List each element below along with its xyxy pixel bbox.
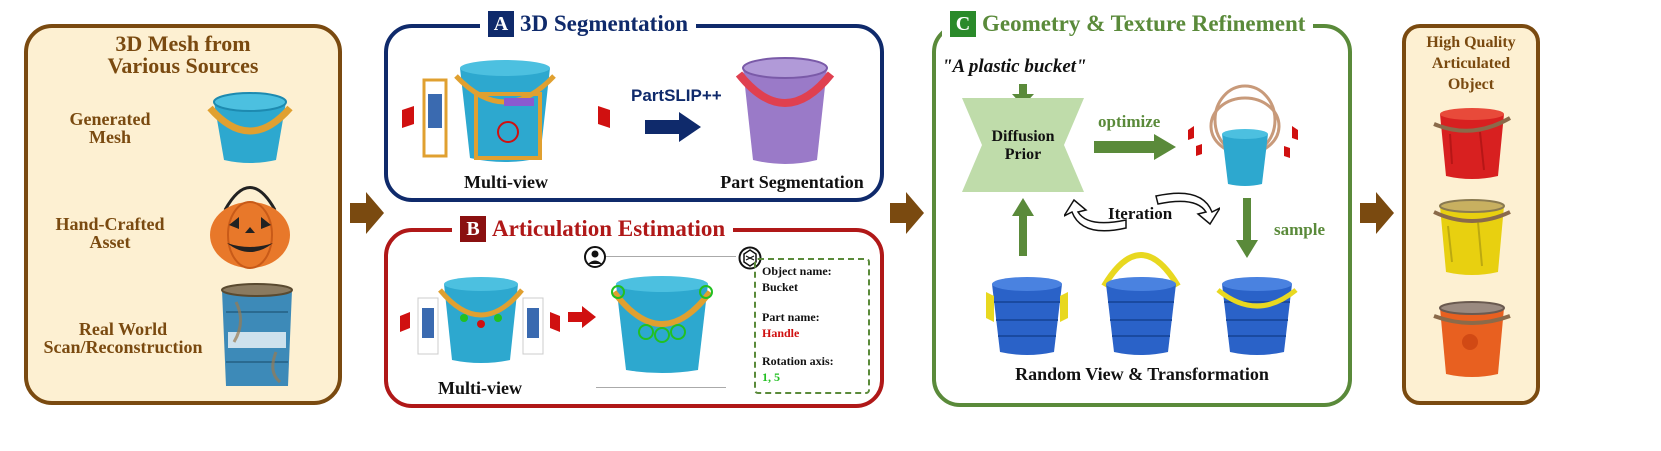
segmentation-title-text: 3D Segmentation xyxy=(520,11,689,36)
source-label-handcrafted-line2: Asset xyxy=(89,232,131,252)
source-label-scan-line1: Real World xyxy=(78,319,168,339)
optimize-arrow xyxy=(1094,134,1176,160)
diffusion-prior-line2: Prior xyxy=(1004,146,1042,163)
refinement-title: C Geometry & Texture Refinement xyxy=(942,11,1314,37)
segmentation-caption-multiview: Multi-view xyxy=(464,172,548,192)
output-title: High Quality Articulated Object xyxy=(1402,32,1540,95)
annotated-bucket-image xyxy=(611,276,713,373)
output-title-line1: High Quality xyxy=(1426,34,1516,51)
badge-a: A xyxy=(488,11,514,37)
info-axis-value: 1, 5 xyxy=(762,370,780,384)
source-label-scan: Real World Scan/Reconstruction xyxy=(28,320,218,356)
info-part-value: Handle xyxy=(762,326,800,340)
random-view-bucket-1 xyxy=(986,277,1068,355)
iteration-arrows xyxy=(1064,192,1220,232)
partslip-label: PartSLIP++ xyxy=(631,86,722,105)
info-part-key: Part name: xyxy=(762,310,820,324)
badge-b: B xyxy=(460,216,486,242)
text-prompt: "A plastic bucket" xyxy=(942,56,1087,77)
user-icon xyxy=(584,246,606,268)
iteration-label: Iteration xyxy=(1108,204,1173,223)
random-view-bucket-3 xyxy=(1216,277,1298,355)
diffusion-prior-label: Diffusion Prior xyxy=(962,128,1084,164)
source-label-generated-line2: Mesh xyxy=(89,127,131,147)
optimized-bucket-image xyxy=(1188,84,1298,186)
flow-arrow-1 xyxy=(350,192,384,234)
source-label-handcrafted: Hand-Crafted Asset xyxy=(40,215,180,251)
mesh-sources-title: 3D Mesh from Various Sources xyxy=(24,33,342,77)
pumpkin-bucket-image xyxy=(210,186,290,269)
prompt-arrow-down xyxy=(1012,84,1034,106)
articulation-caption: Multi-view xyxy=(438,378,522,398)
segmentation-caption-parts: Part Segmentation xyxy=(720,172,864,192)
output-bucket-yellow xyxy=(1433,199,1511,275)
articulation-multiview-image xyxy=(400,277,560,363)
info-object-key: Object name: xyxy=(762,264,832,278)
multiview-bucket-image xyxy=(402,60,610,162)
scanned-bucket-image xyxy=(221,283,293,386)
diffusion-prior-shape xyxy=(962,98,1084,192)
output-title-line3: Object xyxy=(1447,76,1495,93)
chat-divider-bottom xyxy=(596,387,726,388)
articulation-title: B Articulation Estimation xyxy=(452,216,734,242)
mesh-sources-title-line1: 3D Mesh from xyxy=(115,31,251,56)
info-object-value: Bucket xyxy=(762,280,798,294)
random-view-bucket-2 xyxy=(1101,252,1181,355)
source-label-generated: Generated Mesh xyxy=(40,110,180,146)
sample-arrow-down xyxy=(1236,198,1258,258)
mesh-sources-title-line2: Various Sources xyxy=(107,53,259,78)
diffusion-prior-line1: Diffusion xyxy=(991,128,1055,145)
info-axis-key: Rotation axis: xyxy=(762,354,834,368)
source-label-generated-line1: Generated xyxy=(69,109,151,129)
flow-arrow-3 xyxy=(1360,192,1394,234)
partslip-arrow xyxy=(645,112,701,142)
segmentation-title: A 3D Segmentation xyxy=(480,11,697,37)
generated-bucket-image xyxy=(207,92,293,163)
articulation-info-box xyxy=(754,258,870,394)
badge-c: C xyxy=(950,11,976,37)
flow-arrow-2 xyxy=(890,192,924,234)
refinement-caption: Random View & Transformation xyxy=(1015,364,1269,384)
output-bucket-orange xyxy=(1433,301,1511,377)
optimize-label: optimize xyxy=(1098,112,1161,131)
refinement-title-text: Geometry & Texture Refinement xyxy=(982,11,1306,36)
source-label-handcrafted-line1: Hand-Crafted xyxy=(55,214,165,234)
diffusion-feedback-arrow xyxy=(1012,198,1034,256)
sample-label: sample xyxy=(1274,220,1325,239)
output-bucket-red xyxy=(1433,108,1512,179)
source-label-scan-line2: Scan/Reconstruction xyxy=(43,337,203,357)
articulation-red-arrow xyxy=(568,306,596,328)
chat-divider-top xyxy=(606,256,736,257)
articulation-title-text: Articulation Estimation xyxy=(492,216,726,241)
output-title-line2: Articulated xyxy=(1431,55,1511,72)
segmented-bucket-image xyxy=(735,57,835,164)
